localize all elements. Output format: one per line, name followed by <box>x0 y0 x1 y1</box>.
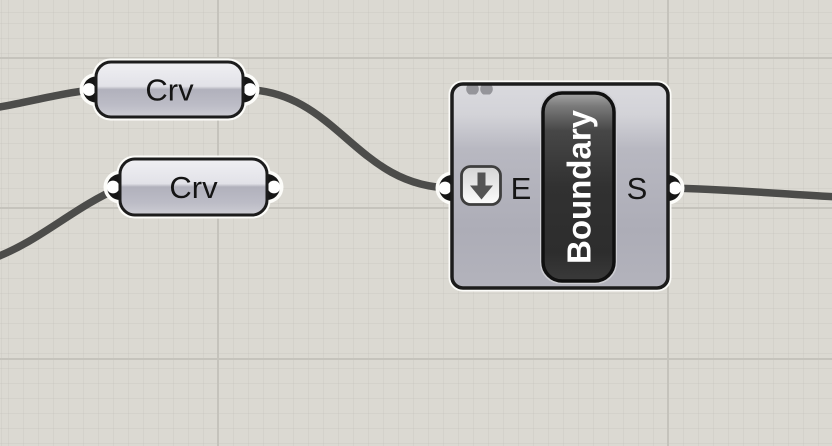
wire-offscreen-to-crv-bottom[interactable] <box>0 183 124 260</box>
capsule-body[interactable] <box>118 157 269 217</box>
capsule-label: Crv <box>145 73 194 108</box>
input-label: E <box>511 171 532 206</box>
component-outline <box>450 82 670 290</box>
capsule-label: Crv <box>169 170 218 205</box>
component-name-label: Boundary <box>561 109 598 264</box>
name-plate[interactable] <box>541 91 616 283</box>
component-boundary[interactable]: E Boundary S <box>435 80 685 292</box>
output-nub-hole <box>267 180 281 194</box>
input-nub-hole <box>106 180 120 194</box>
grid-line-horizontal <box>0 207 832 209</box>
wire-crv-top-to-boundary[interactable] <box>239 85 456 192</box>
capsule-body[interactable] <box>94 60 245 119</box>
grid-line-horizontal <box>0 358 832 360</box>
flatten-down-arrow-icon <box>460 165 502 206</box>
output-nub-hole <box>243 83 257 96</box>
output-nub-hole <box>668 181 682 195</box>
grid-line-horizontal <box>0 57 832 59</box>
wire-boundary-to-offscreen[interactable] <box>664 184 832 201</box>
output-label: S <box>627 171 648 206</box>
input-nub-hole <box>438 181 452 195</box>
component-crv-top[interactable]: Crv <box>79 58 260 121</box>
grid-line-vertical <box>217 0 219 446</box>
component-crv-bottom[interactable]: Crv <box>103 155 284 219</box>
input-nub-hole <box>82 83 96 96</box>
name-plate-rim <box>540 90 617 284</box>
